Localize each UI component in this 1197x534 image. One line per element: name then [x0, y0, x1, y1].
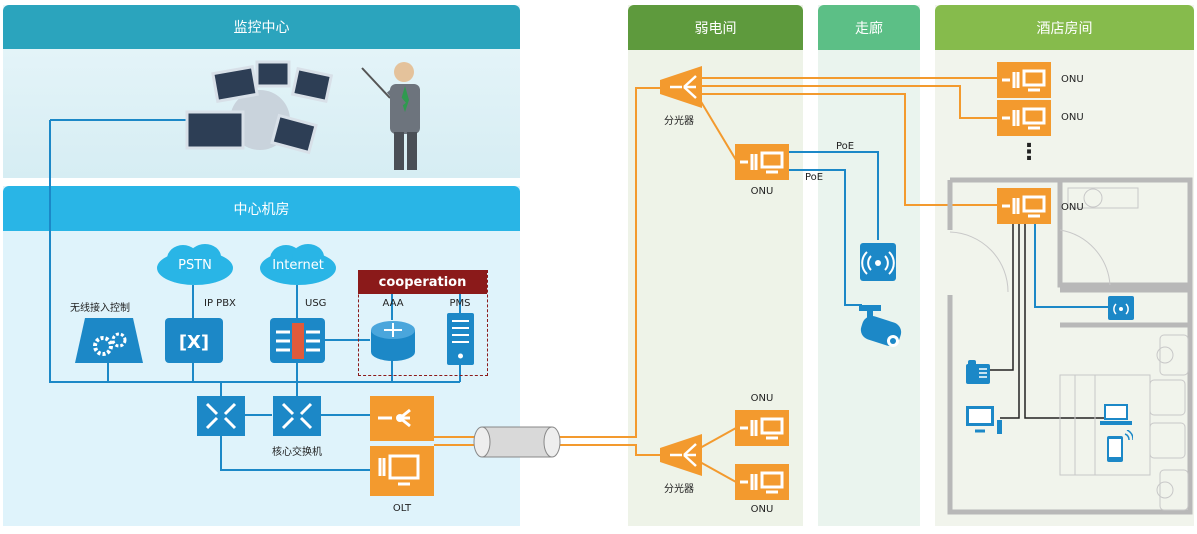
- ellipsis-label: ⋮: [1018, 140, 1040, 165]
- onu-bottom1-icon: [735, 410, 789, 446]
- datacenter-header: 中心机房: [3, 186, 520, 231]
- corridor-header: 走廊: [818, 5, 920, 50]
- core-switch-label: 核心交换机: [272, 447, 322, 458]
- cooperation-title: cooperation: [358, 270, 487, 294]
- room-ap-icon: [1108, 296, 1134, 320]
- poe-label-2: PoE: [805, 172, 824, 183]
- iptv-icon: [966, 406, 1002, 434]
- onu-room3-icon: [997, 188, 1051, 224]
- presenter-person-illustration: [361, 62, 420, 170]
- monitoring-header-title: 监控中心: [233, 20, 290, 36]
- onu-mid-icon: [735, 144, 789, 180]
- onu-bottom2-label: ONU: [750, 504, 774, 515]
- splitter-bottom-icon: [660, 434, 702, 476]
- datacenter-header-title: 中心机房: [233, 201, 290, 218]
- wireless-controller-icon: [75, 318, 143, 363]
- onu-room2-icon: [997, 100, 1051, 136]
- splitter-top-label: 分光器: [664, 116, 694, 127]
- onu-room1-label: ONU: [1061, 74, 1084, 85]
- aaa-server-icon: [371, 321, 415, 361]
- splitter-bottom-label: 分光器: [664, 484, 694, 495]
- wireless-controller-label: 无线接入控制: [70, 303, 130, 314]
- onu-bottom1-label: ONU: [750, 393, 774, 404]
- onu-bottom2-icon: [735, 464, 789, 500]
- onu-room2-label: ONU: [1061, 112, 1084, 123]
- pstn-cloud: [157, 244, 233, 285]
- corridor-header-title: 走廊: [855, 20, 883, 37]
- smartphone-icon: [1107, 430, 1133, 462]
- fiber-cable: [473, 426, 561, 458]
- core-switch-icon: [273, 396, 321, 436]
- access-switch-icon: [197, 396, 245, 436]
- monitoring-header: 监控中心: [3, 5, 520, 49]
- wireless-ap-icon: [860, 243, 896, 281]
- hotel-room-panel: [935, 5, 1194, 526]
- weak-room-header: 弱电间: [628, 5, 803, 50]
- olt-label: OLT: [392, 503, 412, 514]
- pstn-label: PSTN: [178, 258, 212, 273]
- ip-phone-icon: [966, 360, 990, 384]
- usg-label: USG: [305, 298, 327, 309]
- pms-label: PMS: [449, 298, 471, 309]
- security-camera-icon: [859, 305, 902, 347]
- splitter-top-icon: [660, 66, 702, 108]
- internet-cloud: [260, 244, 336, 285]
- pms-server-icon: [447, 313, 474, 365]
- onu-room3-label: ONU: [1061, 202, 1084, 213]
- ip-pbx-label: IP PBX: [204, 298, 236, 309]
- poe-label-1: PoE: [836, 141, 855, 152]
- monitoring-screens-illustration: [185, 60, 334, 155]
- internet-label: Internet: [272, 258, 324, 273]
- usg-firewall-icon: [270, 318, 325, 363]
- onu-room1-icon: [997, 62, 1051, 98]
- laptop-icon: [1100, 404, 1132, 425]
- onu-mid-label: ONU: [750, 186, 774, 197]
- svg-text:[X]: [X]: [179, 332, 209, 353]
- hotel-room-header-title: 酒店房间: [1036, 20, 1093, 37]
- ip-pbx-icon: [X]: [165, 318, 223, 363]
- hotel-room-header: 酒店房间: [935, 5, 1194, 50]
- olt-icon: [370, 396, 434, 496]
- weak-room-header-title: 弱电间: [694, 20, 737, 37]
- aaa-label: AAA: [382, 298, 404, 309]
